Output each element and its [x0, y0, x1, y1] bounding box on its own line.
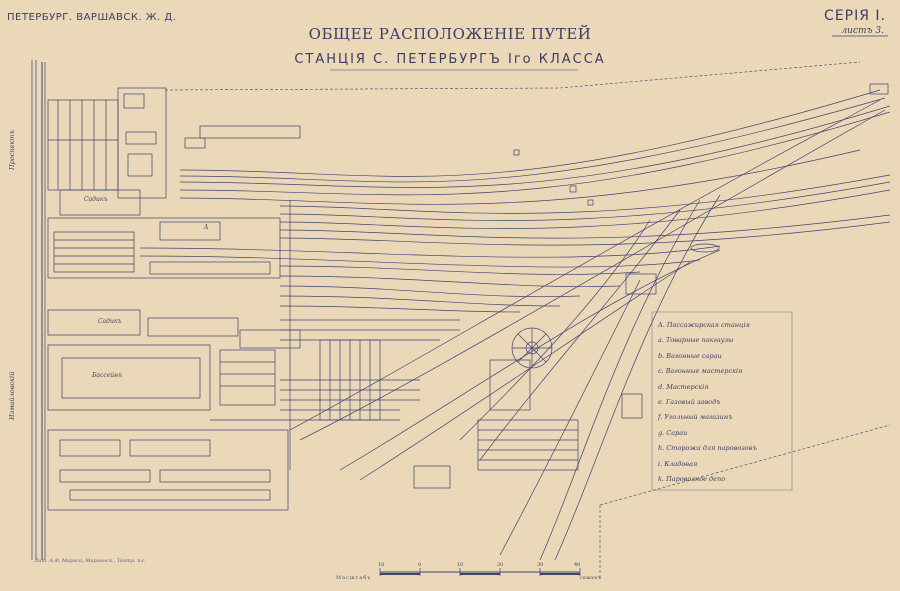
legend-item: g. Сараи — [658, 428, 688, 437]
map-title: ОБЩЕЕ РАСПОЛОЖЕНІЕ ПУТЕЙ — [308, 25, 592, 43]
main-tracks — [139, 89, 891, 313]
legend-item: b. Вагонные сараи — [658, 351, 722, 360]
boundary-line — [599, 424, 891, 506]
station-letter: A — [204, 224, 209, 231]
building — [199, 125, 301, 139]
scale-unit: саженъ — [580, 575, 602, 581]
building — [117, 87, 167, 199]
scale-tick-label: 10 — [457, 562, 464, 568]
locomotive-depot — [477, 419, 579, 471]
railway-name: ПЕТЕРБУРГ. ВАРШАВСК. Ж. Д. — [7, 12, 177, 23]
scale-tick-label: 40 — [574, 562, 581, 568]
legend: A. Пассажирская станція a. Товарные пакг… — [658, 318, 788, 487]
series-label: СЕРІЯ I. — [824, 8, 886, 24]
pool-label: Бассейнъ — [92, 372, 123, 379]
legend-item: A. Пассажирская станція — [658, 321, 750, 329]
scale-label: Масштабъ — [336, 575, 372, 581]
legend-frame — [651, 311, 793, 491]
map-subtitle: СТАНЦІЯ С. ПЕТЕРБУРГЪ Iго КЛАССА — [294, 52, 606, 67]
passenger-station — [47, 217, 281, 279]
diagonal-tracks — [289, 99, 886, 561]
lower-yard — [47, 429, 289, 511]
signal-box — [869, 83, 889, 95]
legend-item: k. Паровозное депо — [658, 474, 726, 483]
printer-imprint: Лит. А.Ф. Маркса, Мариинск., Театр. пл. — [34, 558, 146, 564]
garden-1-outline — [59, 189, 141, 216]
legend-item: f. Угольный магазинъ — [658, 413, 733, 422]
legend-item: e. Газовый заводъ — [658, 397, 721, 406]
avenue-label: Измайловскій — [8, 371, 16, 420]
building — [147, 317, 239, 337]
garden-label: Садикъ — [84, 196, 108, 203]
scale-tick-label: 10 — [378, 562, 385, 568]
avenue-label: Проспектъ — [8, 130, 16, 170]
garden-2-outline — [47, 309, 141, 336]
small-building — [621, 393, 643, 419]
small-building — [625, 273, 657, 295]
boundary-line — [164, 61, 861, 91]
scale-tick-label: 20 — [497, 562, 504, 568]
small-building — [413, 465, 451, 489]
scale-tick-label: 0 — [418, 562, 422, 568]
scale-bar — [379, 568, 581, 576]
yard-tracks — [210, 200, 460, 470]
building — [47, 99, 119, 191]
legend-item: c. Вагонные мастерскія — [658, 367, 743, 376]
legend-item: i. Кладовая — [658, 459, 698, 468]
small-building — [690, 243, 720, 253]
scale-tick-label: 30 — [537, 562, 544, 568]
legend-item: d. Мастерскія — [658, 382, 709, 391]
sheet-number: листъ 3. — [841, 26, 884, 36]
pool-area — [47, 344, 211, 411]
legend-item: h. Сторожа для паровозовъ — [658, 444, 757, 453]
garden-label: Садикъ — [98, 318, 122, 325]
legend-item: a. Товарные пакгаузы — [658, 336, 734, 345]
